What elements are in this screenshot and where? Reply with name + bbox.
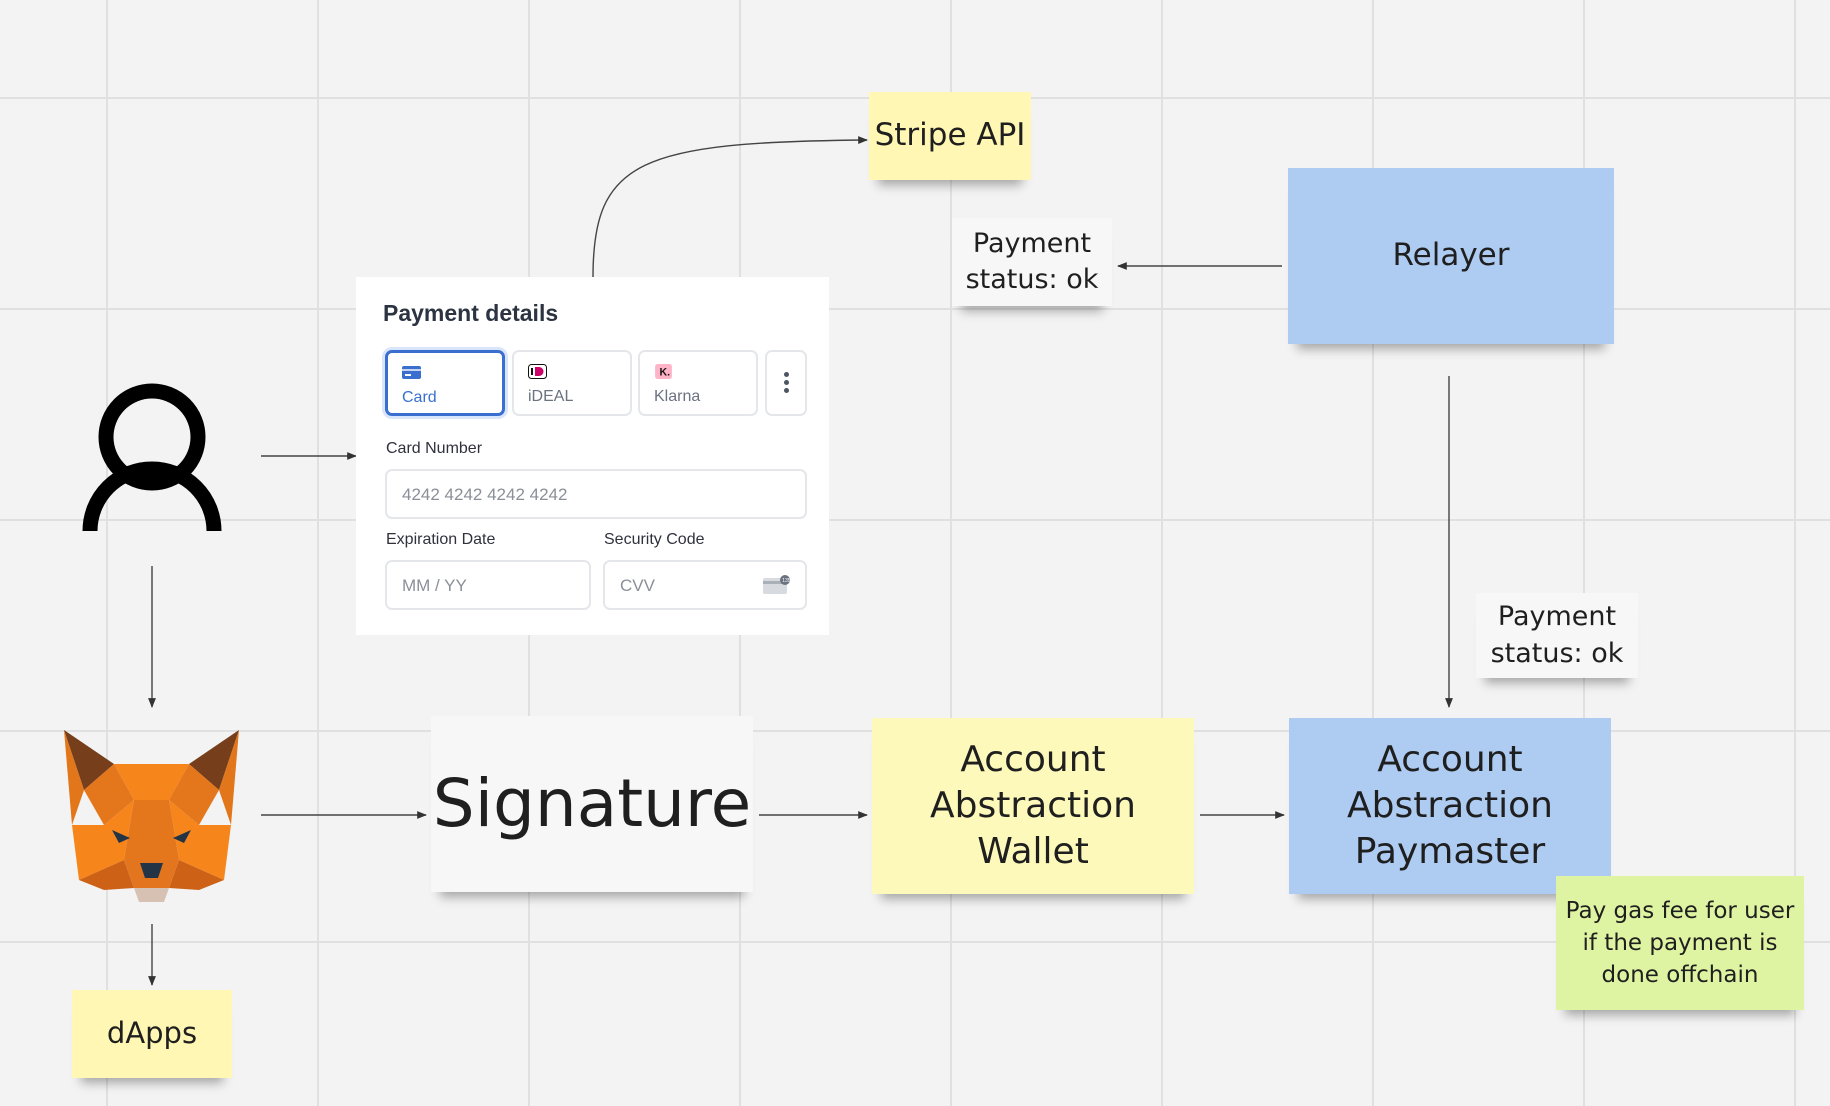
aa-wallet-label: Account Abstraction Wallet <box>930 738 1136 873</box>
stripe-api-label: Stripe API <box>874 117 1026 154</box>
tab-ideal-label: iDEAL <box>528 388 574 405</box>
expiration-date-placeholder: MM / YY <box>402 576 467 595</box>
aa-wallet-note: Account Abstraction Wallet <box>872 718 1194 894</box>
stripe-api-note: Stripe API <box>869 92 1031 180</box>
card-number-label: Card Number <box>386 440 483 457</box>
gas-fee-label: Pay gas fee for user if the payment is d… <box>1565 897 1795 989</box>
svg-text:135: 135 <box>782 578 791 584</box>
gas-fee-note: Pay gas fee for user if the payment is d… <box>1556 876 1804 1010</box>
user-icon <box>82 383 222 532</box>
tab-card[interactable]: Card <box>385 350 505 416</box>
dapps-label: dApps <box>106 1016 198 1051</box>
card-icon <box>402 366 421 379</box>
security-code-label: Security Code <box>604 531 705 548</box>
aa-paymaster-label: Account Abstraction Paymaster <box>1347 738 1553 873</box>
expiration-date-label: Expiration Date <box>386 531 496 548</box>
payment-status-note-right: Payment status: ok <box>1476 593 1638 678</box>
more-payment-methods-button[interactable] <box>765 350 807 416</box>
tab-card-label: Card <box>402 389 437 406</box>
tab-ideal[interactable]: iDEAL <box>512 350 632 416</box>
security-code-input[interactable]: CVV 135 <box>603 560 807 610</box>
ideal-icon <box>528 364 547 379</box>
relayer-label: Relayer <box>1392 237 1510 274</box>
signature-note: Signature <box>431 716 753 892</box>
payment-status-note-top: Payment status: ok <box>952 218 1112 306</box>
cvv-card-icon: 135 <box>763 575 791 594</box>
metamask-fox-icon <box>64 730 239 902</box>
security-code-placeholder: CVV <box>620 576 655 595</box>
arrow-card-to-stripe <box>592 136 868 278</box>
payment-details-form: Payment details Card iDEAL K. Klarna <box>356 277 829 635</box>
relayer-note: Relayer <box>1288 168 1614 344</box>
aa-paymaster-note: Account Abstraction Paymaster <box>1289 718 1611 894</box>
payment-status-label-top: Payment status: ok <box>965 227 1099 295</box>
payment-status-label-right: Payment status: ok <box>1490 601 1624 669</box>
tab-klarna-label: Klarna <box>654 388 701 405</box>
tab-klarna[interactable]: K. Klarna <box>638 350 758 416</box>
expiration-date-input[interactable]: MM / YY <box>385 560 591 610</box>
card-number-input[interactable]: 4242 4242 4242 4242 <box>385 469 807 519</box>
svg-text:K.: K. <box>660 366 671 378</box>
card-number-placeholder: 4242 4242 4242 4242 <box>402 485 568 504</box>
dapps-note: dApps <box>72 990 232 1078</box>
more-vertical-icon <box>784 372 789 396</box>
payment-details-title: Payment details <box>383 300 559 326</box>
signature-label: Signature <box>432 764 752 842</box>
klarna-icon: K. <box>655 364 672 379</box>
